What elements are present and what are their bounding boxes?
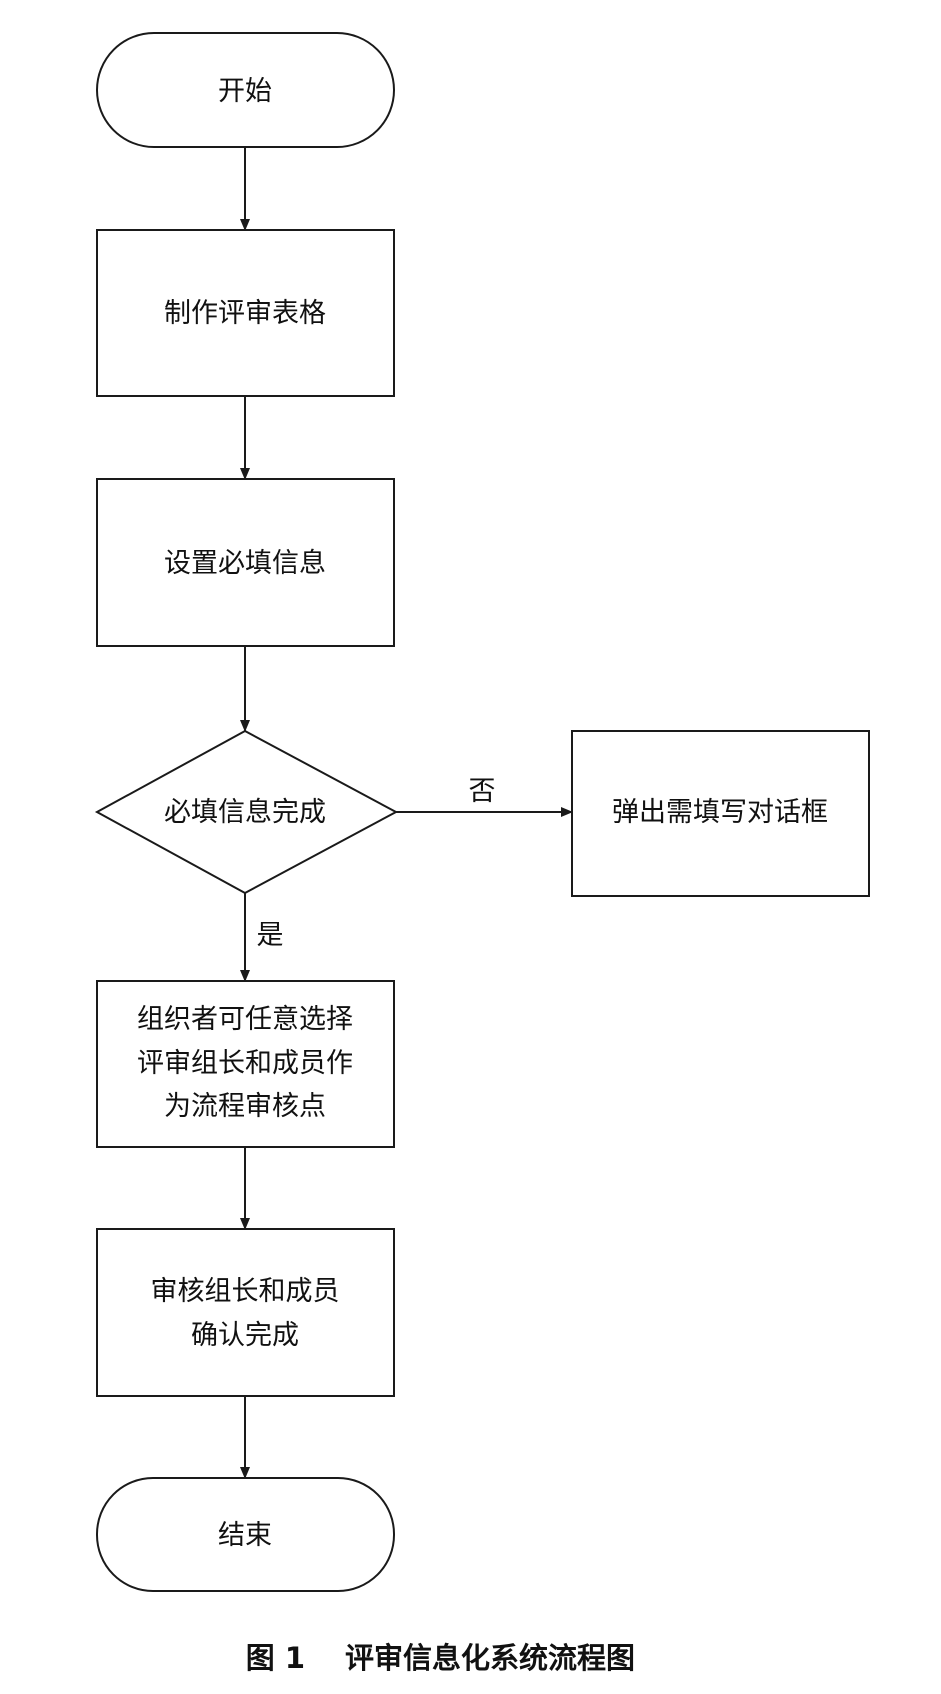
confirm-line-1: 审核组长和成员 bbox=[151, 1276, 340, 1307]
popup-box bbox=[571, 730, 870, 897]
confirm-node: 审核组长和成员 确认完成 bbox=[96, 1228, 395, 1397]
popup-node: 弹出需填写对话框 bbox=[571, 730, 870, 897]
set-required-label: 设置必填信息 bbox=[164, 548, 326, 579]
choose-reviewers-line-1: 组织者可任意选择 bbox=[137, 1004, 353, 1035]
decision-label: 必填信息完成 bbox=[164, 797, 326, 828]
choose-reviewers-line-3: 为流程审核点 bbox=[164, 1091, 326, 1122]
make-form-node: 制作评审表格 bbox=[96, 229, 395, 397]
yes-label: 是 bbox=[257, 920, 284, 951]
end-terminator-shape bbox=[96, 1477, 395, 1592]
figure-title: 评审信息化系统流程图 bbox=[345, 1641, 635, 1675]
end-node: 结束 bbox=[96, 1477, 395, 1592]
start-node: 开始 bbox=[96, 32, 395, 148]
confirm-box bbox=[96, 1228, 395, 1397]
figure-caption: 图 1 评审信息化系统流程图 bbox=[246, 1641, 635, 1675]
make-form-label: 制作评审表格 bbox=[164, 298, 326, 329]
choose-reviewers-line-2: 评审组长和成员作 bbox=[137, 1048, 353, 1079]
end-label: 结束 bbox=[218, 1520, 272, 1551]
decision-node: 必填信息完成 bbox=[94, 729, 399, 895]
set-required-node: 设置必填信息 bbox=[96, 478, 395, 647]
make-form-box bbox=[96, 229, 395, 397]
choose-reviewers-node: 组织者可任意选择 评审组长和成员作 为流程审核点 bbox=[96, 980, 395, 1148]
choose-reviewers-box bbox=[96, 980, 395, 1148]
popup-label: 弹出需填写对话框 bbox=[612, 797, 828, 828]
no-label: 否 bbox=[469, 776, 496, 807]
figure-number: 图 1 bbox=[246, 1641, 305, 1675]
start-label: 开始 bbox=[218, 76, 272, 107]
confirm-line-2: 确认完成 bbox=[191, 1320, 299, 1351]
